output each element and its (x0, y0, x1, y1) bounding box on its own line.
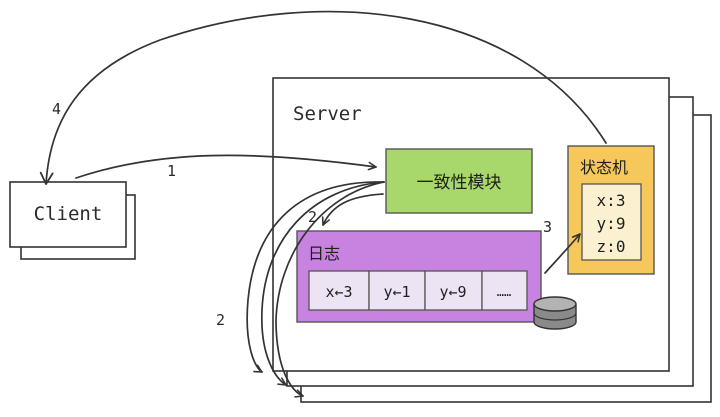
log-entry: x←3 (325, 283, 352, 301)
arrow-replicate-peers (261, 181, 385, 386)
arrow-reply-to-client (39, 10, 607, 185)
log-entry: …… (497, 285, 511, 299)
log-entry-cell (308, 270, 370, 311)
arrow-apply (544, 233, 581, 274)
arrow-client-request (75, 154, 377, 179)
log-box: 日志 x←3 y←1 y←9 …… (296, 230, 542, 323)
log-entry: y←9 (439, 283, 466, 301)
arrow-replicate-peers (275, 181, 385, 398)
step-label: 1 (167, 162, 176, 180)
step-label: 2 (308, 208, 317, 226)
state-value: x:3 (597, 191, 626, 210)
step-label: 2 (216, 311, 225, 329)
client-box: Client (9, 181, 136, 260)
state-value: z:0 (597, 237, 626, 256)
log-entry-cell (368, 270, 426, 311)
state-machine-title: 状态机 (580, 158, 628, 177)
log-entry-cell (481, 270, 528, 311)
arrow-append-log (321, 193, 384, 226)
consensus-module: 一致性模块 (385, 148, 533, 214)
server-title: Server (293, 103, 362, 125)
state-machine: 状态机 x:3 y:9 z:0 (567, 145, 655, 275)
step-label: 3 (543, 218, 552, 236)
log-title: 日志 (308, 244, 340, 263)
arrow-replicate-peers (246, 181, 385, 373)
step-label: 4 (52, 100, 61, 118)
state-value: y:9 (597, 214, 626, 233)
consensus-module-label: 一致性模块 (417, 173, 502, 193)
log-entry-cell (424, 270, 483, 311)
arrows (39, 10, 607, 398)
client-label: Client (34, 203, 103, 225)
log-entries: x←3 y←1 y←9 …… (308, 270, 528, 311)
log-entry: y←1 (383, 283, 410, 301)
database-icon (533, 296, 577, 330)
